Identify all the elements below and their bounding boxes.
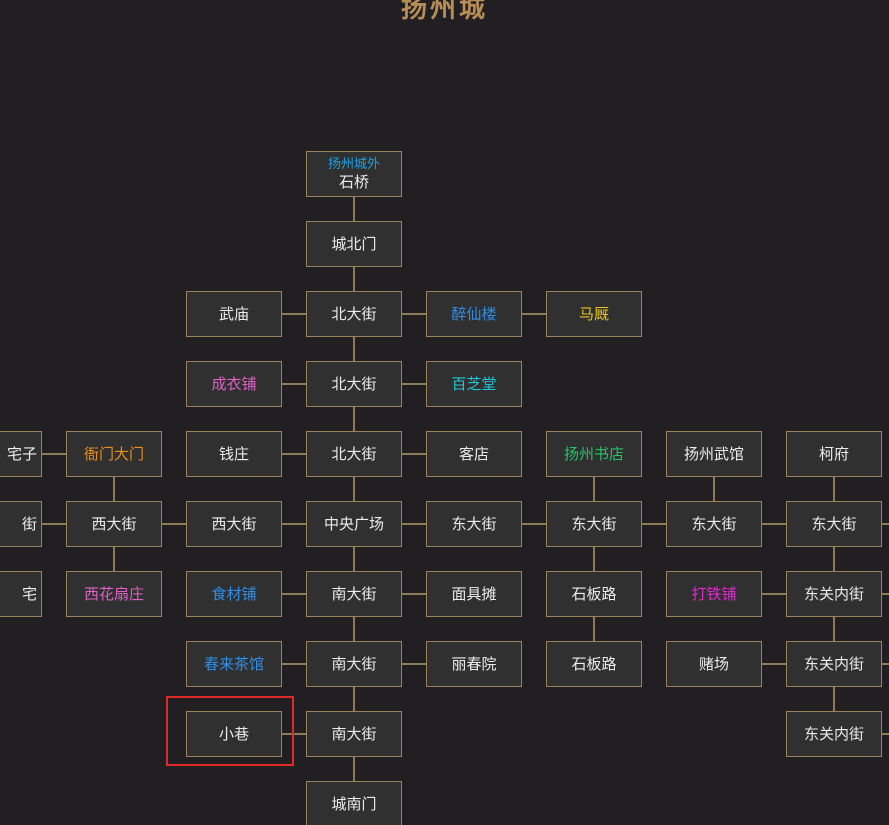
room-shicaipu[interactable]: 食材铺 bbox=[186, 571, 282, 617]
room-label: 东大街 bbox=[451, 515, 497, 533]
room-label: 武庙 bbox=[218, 305, 249, 323]
room-jie_left[interactable]: 街 bbox=[0, 501, 42, 547]
room-xidajie1[interactable]: 西大街 bbox=[66, 501, 162, 547]
room-label: 马厩 bbox=[578, 305, 609, 323]
room-shibanlu1[interactable]: 石板路 bbox=[546, 571, 642, 617]
room-label: 北大街 bbox=[331, 375, 377, 393]
room-label: 客店 bbox=[458, 445, 489, 463]
room-mianjutan[interactable]: 面具摊 bbox=[426, 571, 522, 617]
room-label: 扬州武馆 bbox=[683, 445, 744, 463]
room-zhai_left[interactable]: 宅 bbox=[0, 571, 42, 617]
room-xiaoxiang[interactable]: 小巷 bbox=[186, 711, 282, 757]
room-shiqiao[interactable]: 扬州城外石桥 bbox=[306, 151, 402, 197]
room-dongdajie3[interactable]: 东大街 bbox=[666, 501, 762, 547]
room-lichunyuan[interactable]: 丽春院 bbox=[426, 641, 522, 687]
room-label: 东关内街 bbox=[803, 725, 864, 743]
room-wuguan[interactable]: 扬州武馆 bbox=[666, 431, 762, 477]
room-chengbeimen[interactable]: 城北门 bbox=[306, 221, 402, 267]
room-xidajie2[interactable]: 西大街 bbox=[186, 501, 282, 547]
room-beidajie3[interactable]: 北大街 bbox=[306, 431, 402, 477]
room-label: 东大街 bbox=[811, 515, 857, 533]
room-label: 西花扇庄 bbox=[83, 585, 144, 603]
room-zhaizi[interactable]: 宅子 bbox=[0, 431, 42, 477]
room-label: 赌场 bbox=[698, 655, 729, 673]
room-label: 北大街 bbox=[331, 305, 377, 323]
room-label: 东大街 bbox=[691, 515, 737, 533]
room-label: 城北门 bbox=[331, 235, 377, 253]
room-label: 扬州书店 bbox=[563, 445, 624, 463]
room-label: 东大街 bbox=[571, 515, 617, 533]
room-label: 衙门大门 bbox=[83, 445, 144, 463]
room-label: 柯府 bbox=[818, 445, 849, 463]
room-dongdajie4[interactable]: 东大街 bbox=[786, 501, 882, 547]
room-dongguan2[interactable]: 东关内街 bbox=[786, 641, 882, 687]
room-label: 西大街 bbox=[211, 515, 257, 533]
room-label: 南大街 bbox=[331, 585, 377, 603]
room-label: 中央广场 bbox=[323, 515, 384, 533]
room-label: 宅子 bbox=[6, 445, 37, 463]
room-qianzhuang[interactable]: 钱庄 bbox=[186, 431, 282, 477]
room-dongguan1[interactable]: 东关内街 bbox=[786, 571, 882, 617]
room-label: 成衣铺 bbox=[211, 375, 257, 393]
room-label: 西大街 bbox=[91, 515, 137, 533]
room-label: 北大街 bbox=[331, 445, 377, 463]
room-majiu[interactable]: 马厩 bbox=[546, 291, 642, 337]
selected-room-highlight bbox=[166, 696, 294, 766]
room-duchang[interactable]: 赌场 bbox=[666, 641, 762, 687]
map-title: 扬州城 bbox=[400, 0, 488, 24]
room-chunlai[interactable]: 春来茶馆 bbox=[186, 641, 282, 687]
room-label: 石桥 bbox=[338, 172, 369, 191]
room-label: 宅 bbox=[21, 585, 37, 603]
room-wumiao[interactable]: 武庙 bbox=[186, 291, 282, 337]
room-label: 钱庄 bbox=[218, 445, 249, 463]
room-label: 丽春院 bbox=[451, 655, 497, 673]
room-chengyipu[interactable]: 成衣铺 bbox=[186, 361, 282, 407]
room-label: 南大街 bbox=[331, 655, 377, 673]
room-kedian[interactable]: 客店 bbox=[426, 431, 522, 477]
room-label: 南大街 bbox=[331, 725, 377, 743]
room-shibanlu2[interactable]: 石板路 bbox=[546, 641, 642, 687]
room-nandajie2[interactable]: 南大街 bbox=[306, 641, 402, 687]
room-dongdajie1[interactable]: 东大街 bbox=[426, 501, 522, 547]
room-kefu[interactable]: 柯府 bbox=[786, 431, 882, 477]
room-label: 石板路 bbox=[571, 655, 617, 673]
room-beidajie2[interactable]: 北大街 bbox=[306, 361, 402, 407]
room-baizhitang[interactable]: 百芝堂 bbox=[426, 361, 522, 407]
room-xihuashan[interactable]: 西花扇庄 bbox=[66, 571, 162, 617]
room-label: 城南门 bbox=[331, 795, 377, 813]
room-label: 醉仙楼 bbox=[451, 305, 497, 323]
room-area-label: 扬州城外 bbox=[327, 156, 380, 172]
room-label: 东关内街 bbox=[803, 585, 864, 603]
room-label: 街 bbox=[21, 515, 37, 533]
room-yamen[interactable]: 衙门大门 bbox=[66, 431, 162, 477]
room-dongguan3[interactable]: 东关内街 bbox=[786, 711, 882, 757]
room-label: 面具摊 bbox=[451, 585, 497, 603]
room-label: 食材铺 bbox=[211, 585, 257, 603]
room-label: 东关内街 bbox=[803, 655, 864, 673]
room-chengnanmen[interactable]: 城南门 bbox=[306, 781, 402, 825]
room-shuguan[interactable]: 扬州书店 bbox=[546, 431, 642, 477]
room-label: 春来茶馆 bbox=[203, 655, 264, 673]
room-label: 打铁铺 bbox=[691, 585, 737, 603]
room-label: 百芝堂 bbox=[451, 375, 497, 393]
room-label: 小巷 bbox=[218, 725, 249, 743]
room-zuixianlou[interactable]: 醉仙楼 bbox=[426, 291, 522, 337]
room-nandajie1[interactable]: 南大街 bbox=[306, 571, 402, 617]
room-beidajie1[interactable]: 北大街 bbox=[306, 291, 402, 337]
room-datiepu[interactable]: 打铁铺 bbox=[666, 571, 762, 617]
room-nandajie3[interactable]: 南大街 bbox=[306, 711, 402, 757]
room-dongdajie2[interactable]: 东大街 bbox=[546, 501, 642, 547]
room-label: 石板路 bbox=[571, 585, 617, 603]
room-zhongyang[interactable]: 中央广场 bbox=[306, 501, 402, 547]
